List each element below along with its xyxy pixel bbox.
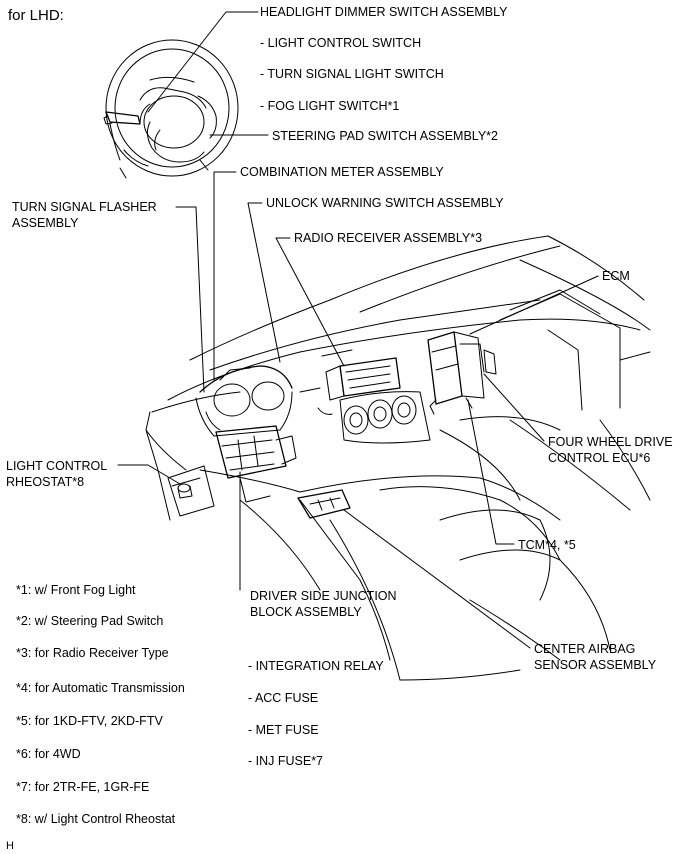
- radio-receiver-label: RADIO RECEIVER ASSEMBLY*3: [294, 231, 483, 245]
- center-airbag-sensor-label-line2: SENSOR ASSEMBLY: [534, 658, 657, 672]
- footnote: *5: for 1KD-FTV, 2KD-FTV: [16, 714, 163, 728]
- footnote: *3: for Radio Receiver Type: [16, 646, 169, 660]
- footnote: *8: w/ Light Control Rheostat: [16, 812, 176, 826]
- junction-item: - MET FUSE: [248, 723, 319, 737]
- driver-side-junction-label-line1: DRIVER SIDE JUNCTION: [250, 589, 397, 603]
- ecm-drawing: [427, 331, 497, 415]
- light-control-rheostat-label-line2: RHEOSTAT*8: [6, 475, 85, 489]
- headlight-dimmer-switch-label: HEADLIGHT DIMMER SWITCH ASSEMBLY: [260, 5, 508, 19]
- footnote: *7: for 2TR-FE, 1GR-FE: [16, 780, 150, 794]
- steering-wheel-drawing: [103, 39, 239, 179]
- light-control-switch-label: - LIGHT CONTROL SWITCH: [260, 36, 422, 50]
- fog-light-switch-label: - FOG LIGHT SWITCH*1: [260, 99, 400, 113]
- radio-receiver-drawing: [321, 349, 401, 401]
- driver-junction-block-drawing: [215, 425, 297, 503]
- turn-signal-flasher-label-line1: TURN SIGNAL FLASHER: [12, 200, 157, 214]
- steering-pad-switch-label: STEERING PAD SWITCH ASSEMBLY*2: [272, 129, 498, 143]
- footnote: *1: w/ Front Fog Light: [16, 583, 136, 597]
- junction-item: - INTEGRATION RELAY: [248, 659, 384, 673]
- four-wheel-drive-ecu-label-line2: CONTROL ECU*6: [548, 451, 651, 465]
- combination-meter-label: COMBINATION METER ASSEMBLY: [240, 165, 444, 179]
- page-title: for LHD:: [8, 7, 64, 24]
- unlock-warning-switch-label: UNLOCK WARNING SWITCH ASSEMBLY: [266, 196, 504, 210]
- dashboard-drawing: [145, 235, 651, 681]
- four-wheel-drive-ecu-label-line1: FOUR WHEEL DRIVE: [548, 435, 673, 449]
- center-airbag-sensor-label-line1: CENTER AIRBAG: [534, 642, 636, 656]
- corner-mark: H: [6, 840, 14, 852]
- junction-item: - INJ FUSE*7: [248, 754, 324, 768]
- combination-meter-drawing: [195, 365, 333, 437]
- turn-signal-flasher-label-line2: ASSEMBLY: [12, 216, 79, 230]
- light-control-rheostat-label-line1: LIGHT CONTROL: [6, 459, 108, 473]
- leader-lines: [117, 11, 599, 649]
- driver-side-junction-label-line2: BLOCK ASSEMBLY: [250, 605, 362, 619]
- footnote: *2: w/ Steering Pad Switch: [16, 614, 164, 628]
- footnote: *4: for Automatic Transmission: [16, 681, 185, 695]
- center-airbag-sensor-drawing: [297, 489, 351, 519]
- turn-signal-light-switch-label: - TURN SIGNAL LIGHT SWITCH: [260, 67, 444, 81]
- tcm-label: TCM*4, *5: [518, 538, 576, 552]
- light-rheostat-drawing: [177, 483, 193, 499]
- ecm-label: ECM: [602, 269, 630, 283]
- footnote: *6: for 4WD: [16, 747, 81, 761]
- junction-item: - ACC FUSE: [248, 691, 319, 705]
